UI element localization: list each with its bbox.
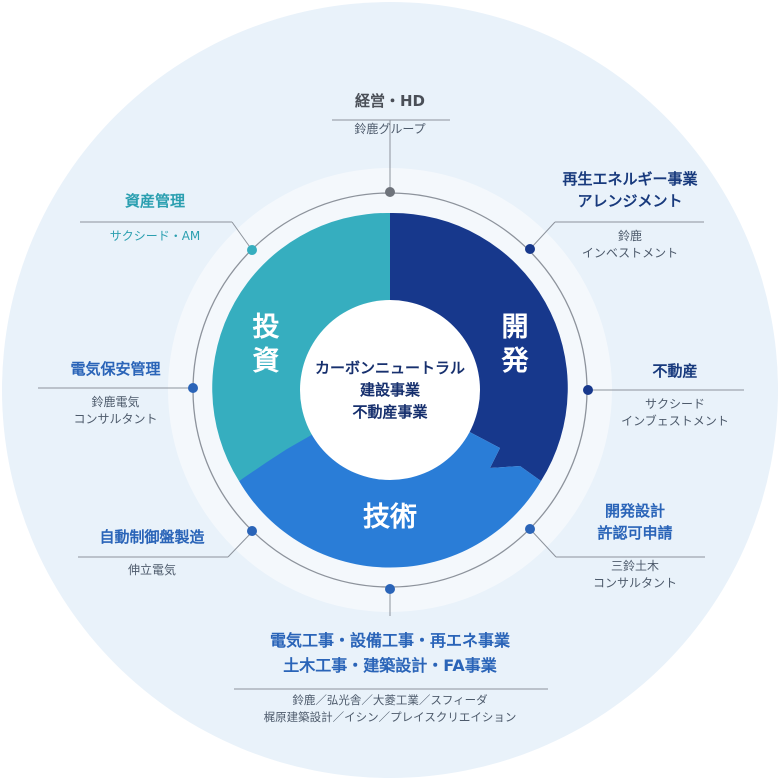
node-lower-right: 開発設計 許認可申請 三鈴土木 コンサルタント [560,500,710,592]
segment-label-investment-char1: 投 [252,312,280,343]
node-lower-right-sub-2: コンサルタント [592,576,677,590]
segment-development [390,212,568,481]
node-right-sub-2: インブェストメント [621,414,729,428]
node-top: 経営・HD 鈴鹿グループ [310,90,470,138]
connector-lines [38,119,744,690]
segment-label-investment: 投 資 [249,311,283,379]
node-bottom-title-2: 土木工事・建築設計・FA事業 [283,656,497,675]
center-circle [300,300,480,480]
node-dot-right [583,385,593,395]
node-lower-left-title: 自動制御盤製造 [99,528,205,546]
node-dot-upper-right [525,244,535,254]
node-lower-right-title-2: 許認可申請 [597,524,673,542]
center-label: カーボンニュートラル 建設事業 不動産事業 [300,357,480,423]
segment-label-development-char2: 発 [501,346,529,377]
node-dot-lower-left [247,526,257,536]
connector-lower-left [227,531,253,558]
node-left-sub-1: 鈴鹿電気 [91,395,140,409]
node-right: 不動産 サクシード インブェストメント [600,360,750,430]
center-line-2: 建設事業 [359,381,420,399]
node-dot-lower-right [525,524,535,534]
node-dot-left [188,383,198,393]
node-lower-left-sub: 伸立電気 [127,563,176,577]
node-bottom-title-1: 電気工事・設備工事・再エネ事業 [269,631,510,650]
node-bottom: 電気工事・設備工事・再エネ事業 土木工事・建築設計・FA事業 鈴鹿／弘光舎／大菱… [200,628,580,726]
connector-upper-left [231,221,253,251]
node-bottom-sub-2: 梶原建築設計／イシン／プレイスクリエイション [263,710,517,724]
segment-label-investment-char2: 資 [252,346,280,377]
node-upper-right-title-2: アレンジメント [577,192,683,210]
node-bottom-sub-1: 鈴鹿／弘光舎／大菱工業／スフィーダ [292,693,488,707]
node-top-title: 経営・HD [354,92,425,110]
connector-lower-right [529,528,557,558]
connector-upper-right [530,221,556,249]
node-right-sub-1: サクシード [644,397,705,411]
center-line-3: 不動産事業 [352,403,428,421]
segment-label-development-char1: 開 [501,312,529,343]
node-left-sub-2: コンサルタント [73,412,158,426]
segment-label-development: 開 発 [498,311,532,379]
node-top-sub: 鈴鹿グループ [354,122,426,136]
node-dot-top [385,187,395,197]
node-upper-left: 資産管理 サクシード・AM [80,190,230,245]
node-upper-left-sub: サクシード・AM [109,229,201,243]
node-left-title: 電気保安管理 [70,360,161,378]
node-lower-left: 自動制御盤製造 伸立電気 [72,526,232,579]
node-right-title: 不動産 [652,362,698,380]
node-upper-right-sub-1: 鈴鹿 [617,229,642,243]
node-left: 電気保安管理 鈴鹿電気 コンサルタント [38,358,193,428]
segment-investment [212,212,408,481]
node-dot-upper-left [247,245,257,255]
node-upper-right-sub-2: インベストメント [581,246,679,260]
node-dot-bottom [385,584,395,594]
node-upper-left-title: 資産管理 [124,192,185,210]
center-line-1: カーボンニュートラル [314,359,465,377]
node-upper-right: 再生エネルギー事業 アレンジメント 鈴鹿 インベストメント [530,168,730,262]
node-upper-right-title-1: 再生エネルギー事業 [562,170,698,188]
node-lower-right-title-1: 開発設計 [604,502,665,520]
node-lower-right-sub-1: 三鈴土木 [610,559,659,573]
segment-label-technology: 技術 [363,502,417,533]
